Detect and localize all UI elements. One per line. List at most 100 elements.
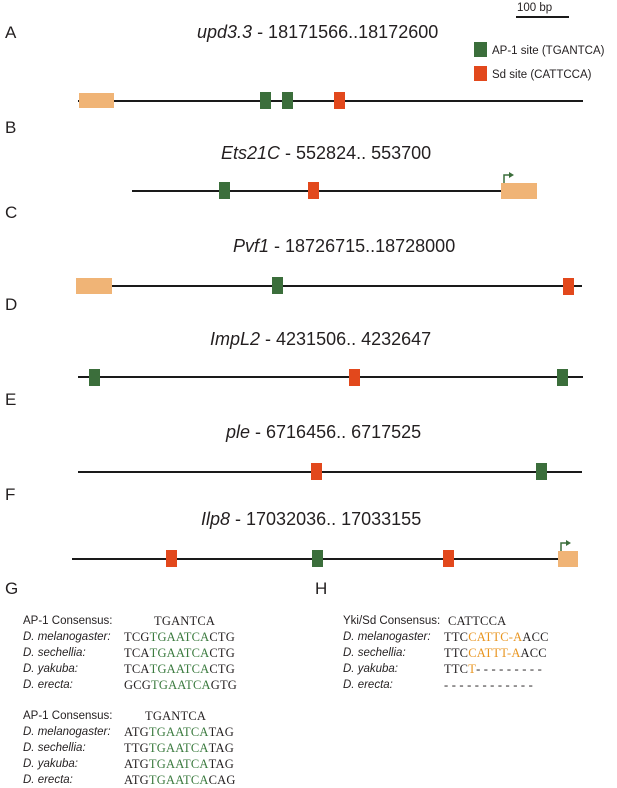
- sd-site-e1: [311, 463, 322, 480]
- gene-name-c: Pvf1: [233, 236, 269, 256]
- sequence-motif: TGAATCA: [148, 773, 209, 787]
- alignment-consensus-row: Yki/Sd Consensus: CATTCCA: [343, 613, 549, 629]
- gene-title-b: Ets21C - 552824.. 553700: [221, 143, 431, 163]
- sequence-pre: TTG: [124, 741, 149, 755]
- ap1-site-d1: [89, 369, 100, 386]
- gene-coords-c: - 18726715..18728000: [269, 236, 455, 256]
- gene-panel-f: F Ilp8 - 17032036.. 17033155: [5, 485, 578, 567]
- gene-coords-b: - 552824.. 553700: [280, 143, 431, 163]
- sequence-motif: TGAATCA: [148, 741, 209, 755]
- alignment-consensus-row: AP-1 Consensus: TGANTCA: [23, 613, 237, 629]
- sequence-pre: ATG: [124, 725, 149, 739]
- panel-letter-a: A: [5, 23, 17, 42]
- species-label: D. yakuba:: [23, 663, 78, 675]
- exon-box-b: [501, 183, 537, 199]
- gene-title-f: Ilp8 - 17032036.. 17033155: [201, 509, 421, 529]
- gene-name-e: ple: [225, 422, 250, 442]
- species-label: D. erecta:: [23, 774, 73, 786]
- exon-box-a: [79, 93, 114, 108]
- gene-title-e: ple - 6716456.. 6717525: [225, 422, 421, 442]
- alignment-g-block-1: AP-1 Consensus: TGANTCA D. melanogaster:…: [23, 613, 237, 693]
- species-label: D. melanogaster:: [23, 726, 111, 738]
- sequence-pre: TTC: [444, 662, 469, 676]
- alignment-consensus-row: AP-1 Consensus: TGANTCA: [23, 708, 236, 724]
- consensus-sequence: TGANTCA: [145, 709, 207, 723]
- consensus-label: AP-1 Consensus:: [23, 710, 113, 722]
- species-label: D. yakuba:: [23, 758, 78, 770]
- species-label: D. erecta:: [343, 679, 393, 691]
- sequence-post: TAG: [208, 741, 234, 755]
- tss-arrow-icon-b: [503, 172, 514, 183]
- gene-panel-c: C Pvf1 - 18726715..18728000: [5, 203, 582, 295]
- gene-name-f: Ilp8: [201, 509, 230, 529]
- gene-coords-a: - 18171566..18172600: [252, 22, 438, 42]
- consensus-sequence: CATTCCA: [448, 614, 507, 628]
- gene-panel-d: D ImpL2 - 4231506.. 4232647: [5, 295, 583, 386]
- legend-sd-label: Sd site (CATTCCA): [492, 69, 592, 81]
- sequence-pre: TCG: [124, 630, 150, 644]
- ap1-site-b1: [219, 182, 230, 199]
- sd-site-f2: [443, 550, 454, 567]
- gene-coords-f: - 17032036.. 17033155: [230, 509, 421, 529]
- legend: AP-1 site (TGANTCA) Sd site (CATTCCA): [474, 42, 605, 81]
- sequence-pre: TCA: [124, 646, 150, 660]
- gene-title-c: Pvf1 - 18726715..18728000: [233, 236, 455, 256]
- sequence-post: CAG: [208, 773, 236, 787]
- alignment-row: D. erecta: - - - - - - - - - - - -: [343, 677, 549, 693]
- sequence-motif: TGAATCA: [148, 757, 209, 771]
- panel-letter-f: F: [5, 485, 15, 504]
- panel-letter-d: D: [5, 295, 17, 314]
- ap1-site-a1: [260, 92, 271, 109]
- scale-bar-label: 100 bp: [517, 2, 552, 14]
- sequence-pre: ATG: [124, 773, 149, 787]
- sd-site-f1: [166, 550, 177, 567]
- tss-arrow-icon-f: [560, 540, 571, 551]
- sequence-motif: TGAATCA: [148, 725, 209, 739]
- sequence-post: TAG: [208, 757, 234, 771]
- alignment-h-block: Yki/Sd Consensus: CATTCCA D. melanogaste…: [343, 613, 549, 693]
- species-label: D. erecta:: [23, 679, 73, 691]
- species-label: D. sechellia:: [23, 647, 86, 659]
- consensus-sequence: TGANTCA: [154, 614, 216, 628]
- species-label: D. melanogaster:: [343, 631, 431, 643]
- sequence-pre: TTC: [444, 646, 469, 660]
- sd-site-a1: [334, 92, 345, 109]
- gene-name-a: upd3.3: [197, 22, 252, 42]
- exon-box-c: [76, 278, 112, 294]
- panel-letter-e: E: [5, 390, 16, 409]
- sequence-post: ACC: [520, 646, 547, 660]
- sequence-motif: CATTT-A: [468, 646, 521, 660]
- sequence-pre: TTC: [444, 630, 469, 644]
- sequence-pre: GCG: [124, 678, 151, 692]
- sequence-post: - - - - - - - - -: [476, 662, 542, 676]
- gene-coords-d: - 4231506.. 4232647: [260, 329, 431, 349]
- scale-bar: 100 bp: [516, 2, 569, 18]
- gene-coords-e: - 6716456.. 6717525: [250, 422, 421, 442]
- sequence-post: CTG: [209, 630, 235, 644]
- sequence-motif: TGAATCA: [151, 678, 211, 692]
- species-label: D. sechellia:: [23, 742, 86, 754]
- ap1-site-d2: [557, 369, 568, 386]
- alignment-g-block-2: AP-1 Consensus: TGANTCA D. melanogaster:…: [23, 708, 236, 788]
- sequence-post: CTG: [209, 662, 235, 676]
- panel-letter-b: B: [5, 118, 16, 137]
- sequence-post: CTG: [209, 646, 235, 660]
- gene-title-a: upd3.3 - 18171566..18172600: [197, 22, 438, 42]
- gene-name-d: ImpL2: [210, 329, 260, 349]
- sequence-pre: TCA: [124, 662, 150, 676]
- sequence-post: GTG: [210, 678, 238, 692]
- sd-site-b1: [308, 182, 319, 199]
- panel-letter-h: H: [315, 579, 327, 598]
- gene-title-d: ImpL2 - 4231506.. 4232647: [210, 329, 431, 349]
- sequence-post: TAG: [208, 725, 234, 739]
